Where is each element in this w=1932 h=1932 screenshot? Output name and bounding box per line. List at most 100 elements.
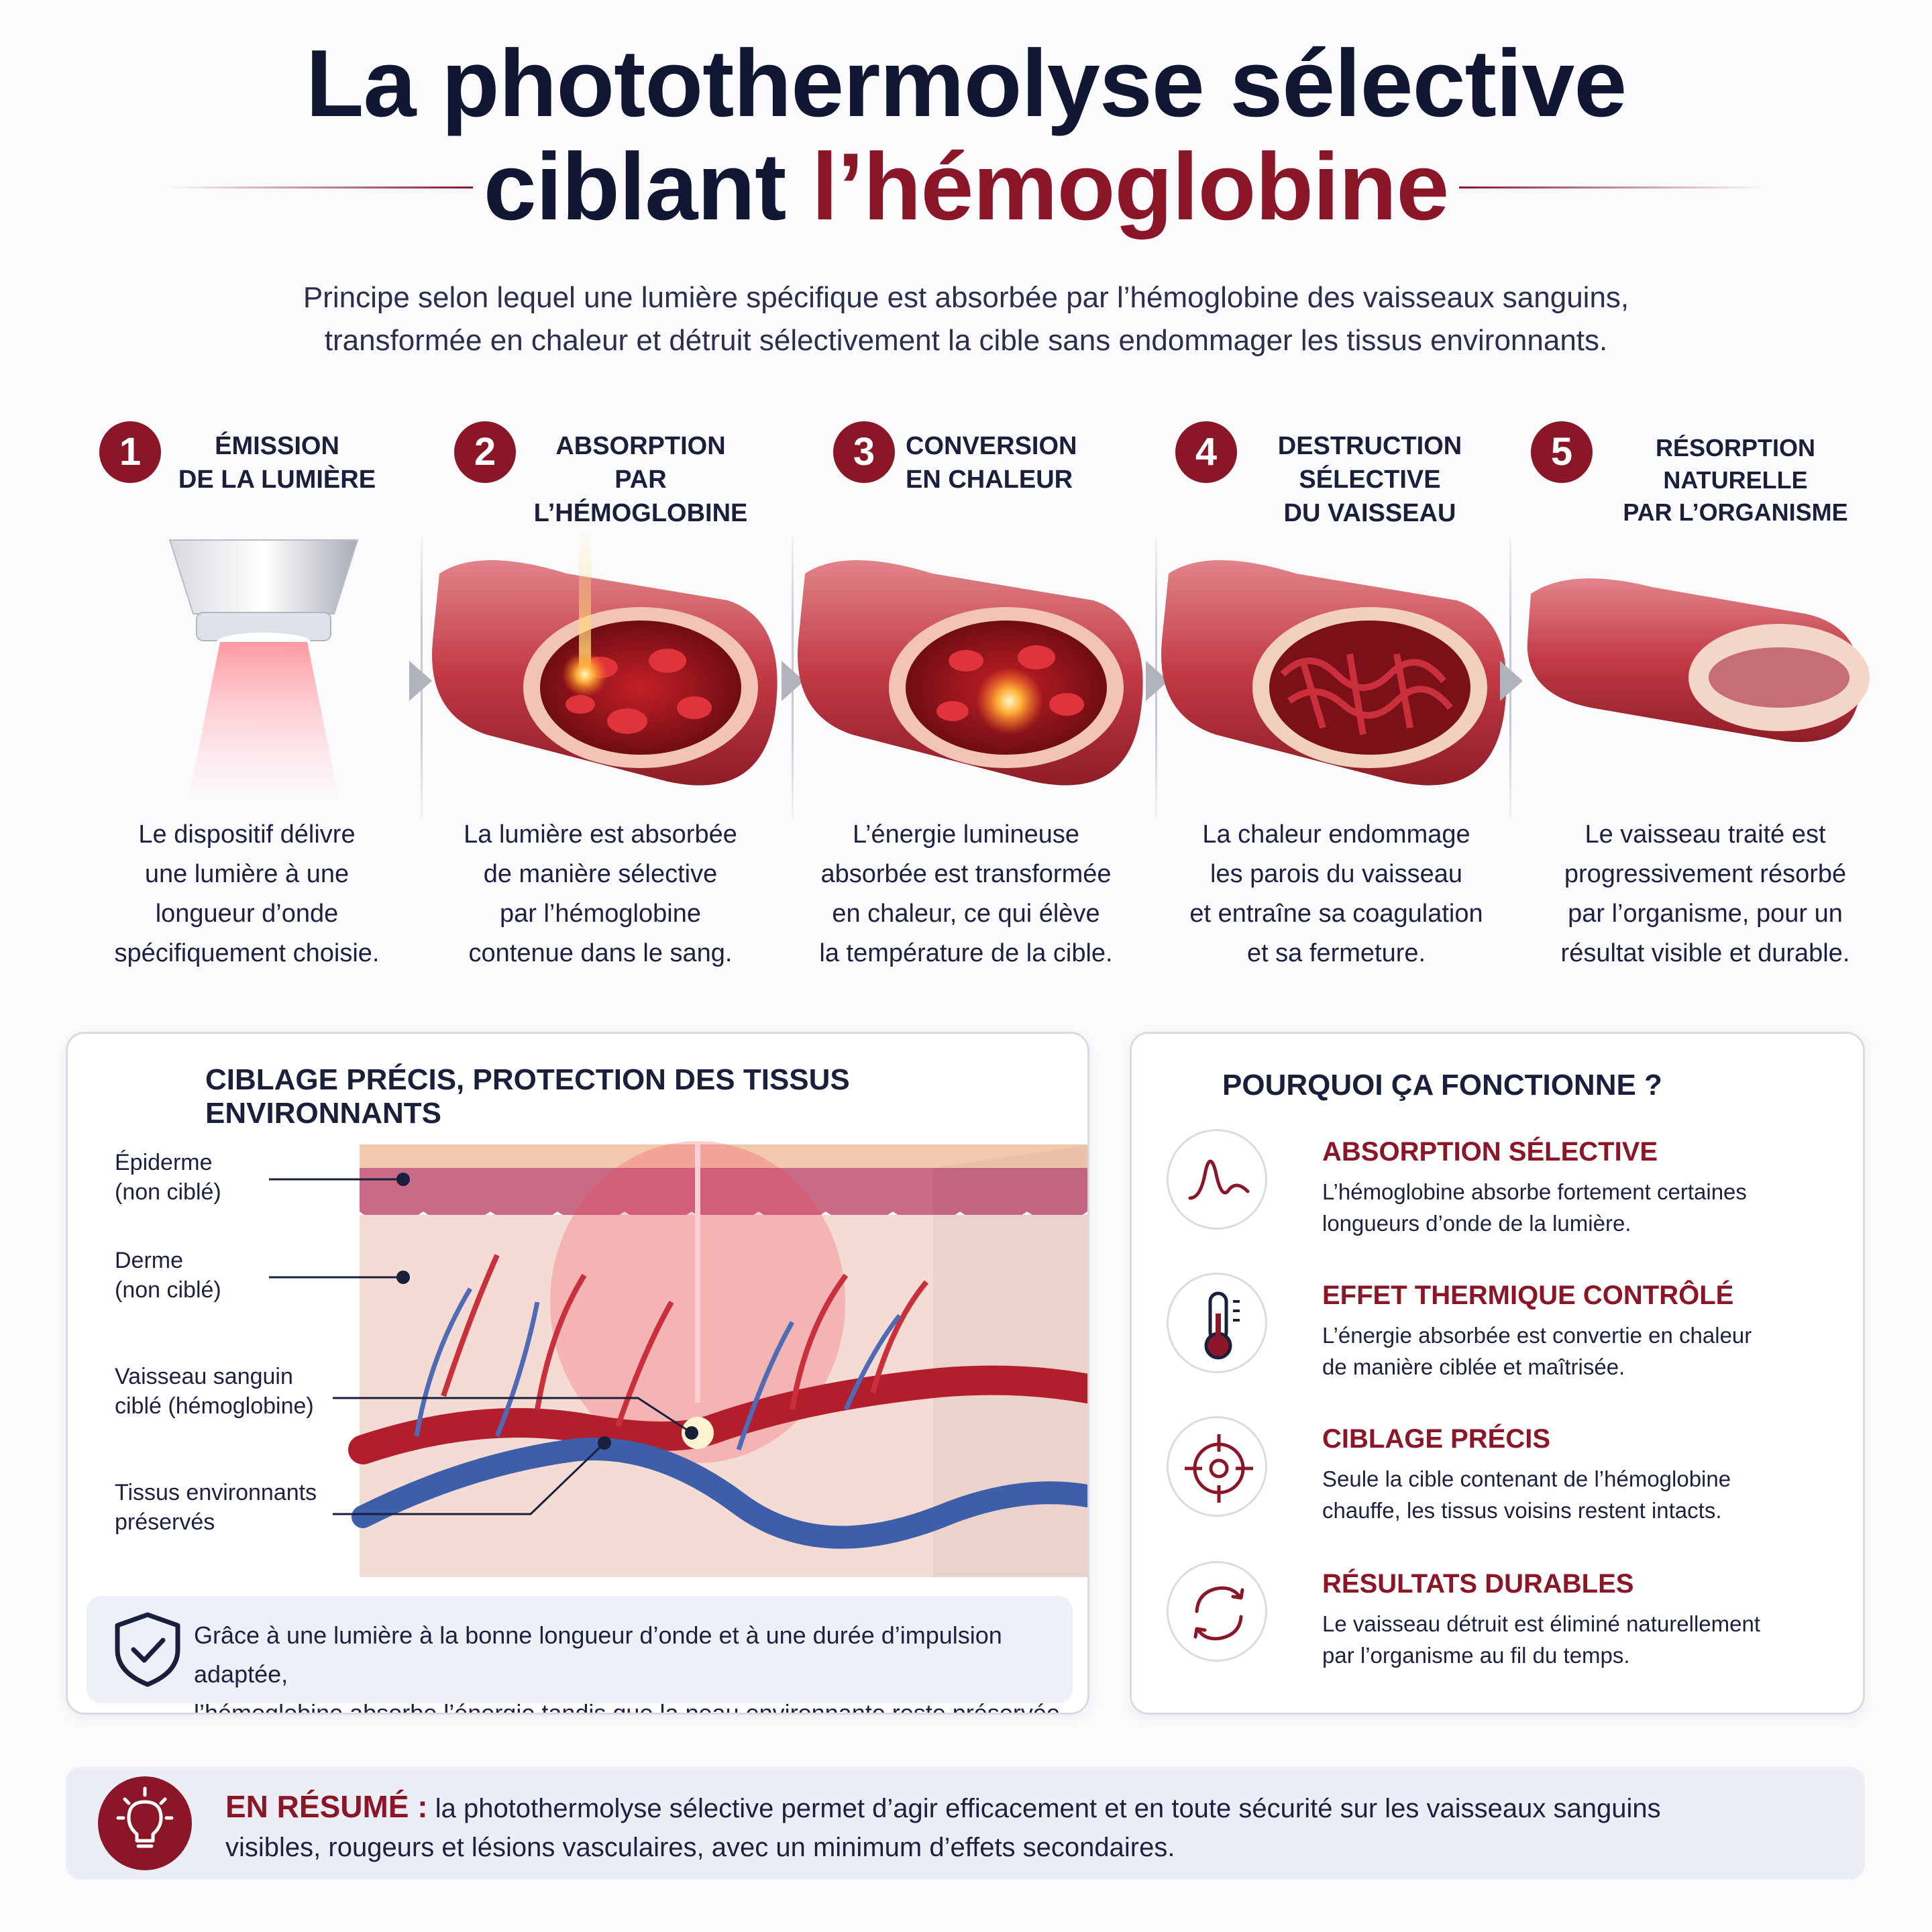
callout-line-tissue (333, 1442, 606, 1515)
step-5-desc-line: Le vaisseau traité est (1585, 820, 1826, 849)
refresh-cycle-icon (1193, 1586, 1244, 1641)
protection-note-text: Grâce à une lumière à la bonne longueur … (194, 1616, 1073, 1715)
crosshair-icon (1185, 1434, 1253, 1503)
chevron-right-icon (409, 661, 432, 701)
step-3-description: L’énergie lumineuse absorbée est transfo… (778, 815, 1154, 973)
step-3: 3 CONVERSION EN CHALEUR L’énergie lumine… (778, 416, 1154, 993)
label-target-vessel: Vaisseau sanguin ciblé (hémoglobine) (115, 1362, 314, 1421)
title-line-2: ciblant l’hémoglobine (0, 137, 1932, 237)
red-blood-cell (936, 701, 969, 721)
venous-capillaries (414, 1287, 902, 1451)
step-1-desc-line: Le dispositif délivre (138, 820, 356, 849)
why-item-desc-line: longueurs d’onde de la lumière. (1322, 1211, 1631, 1236)
step-2-title-line-1: ABSORPTION PAR (555, 432, 726, 494)
callout-dot-dermis (396, 1271, 410, 1284)
laser-glow (550, 1141, 845, 1463)
step-2-desc-line: de manière sélective (483, 860, 718, 888)
step-1-desc-line: longueur d’onde (155, 900, 339, 928)
step-1-title-line-1: ÉMISSION (215, 432, 339, 460)
step-2-desc-line: contenue dans le sang. (468, 939, 733, 967)
step-2-title-line-2: L’HÉMOGLOBINE (533, 499, 748, 527)
subtitle: Principe selon lequel une lumière spécif… (134, 276, 1798, 362)
callout-dot-vessel (685, 1426, 698, 1440)
step-3-desc-line: la température de la cible. (819, 939, 1113, 967)
summary-line-1: la photothermolyse sélective permet d’ag… (427, 1794, 1661, 1823)
why-item-title: RÉSULTATS DURABLES (1322, 1569, 1634, 1599)
emitter-handpiece (168, 539, 359, 614)
step-3-number: 3 (833, 421, 895, 483)
step-1: 1 ÉMISSION DE LA LUMIÈRE Le dispositif d… (59, 416, 435, 993)
step-5-desc-line: par l’organisme, pour un (1568, 900, 1843, 928)
step-4-title: DESTRUCTION SÉLECTIVE DU VAISSEAU (1236, 429, 1504, 530)
red-blood-cell (566, 695, 595, 714)
label-dermis-line-2: (non ciblé) (115, 1277, 221, 1303)
step-2-header: 2 ABSORPTION PAR L’HÉMOGLOBINE (413, 416, 788, 527)
subtitle-line-2: transformée en chaleur et détruit sélect… (324, 324, 1608, 357)
step-2-desc-line: par l’hémoglobine (500, 900, 701, 928)
step-3-title-line-1: CONVERSION (906, 432, 1077, 460)
summary-lead: EN RÉSUMÉ : (225, 1789, 428, 1824)
callout-dot-epidermis (396, 1173, 410, 1186)
label-vessel-line-1: Vaisseau sanguin (115, 1364, 293, 1389)
capillary-network (441, 1254, 929, 1428)
summary-banner: EN RÉSUMÉ : la photothermolyse sélective… (66, 1767, 1865, 1880)
callout-line-vessel (333, 1397, 692, 1434)
step-4-desc-line: La chaleur endommage (1202, 820, 1470, 849)
shield-check-icon (115, 1612, 180, 1687)
summary-line-2: visibles, rougeurs et lésions vasculaire… (225, 1833, 1175, 1862)
why-icon-circle (1167, 1273, 1267, 1373)
why-item-description: L’hémoglobine absorbe fortement certaine… (1322, 1176, 1747, 1239)
protection-note-line-2: l’hémoglobine absorbe l’énergie tandis q… (194, 1699, 1067, 1715)
step-1-desc-line: spécifiquement choisie. (114, 939, 380, 967)
why-item-desc-line: L’énergie absorbée est convertie en chal… (1322, 1323, 1752, 1348)
subtitle-line-1: Principe selon lequel une lumière spécif… (303, 281, 1629, 314)
step-5-number: 5 (1531, 421, 1593, 483)
red-blood-cell (949, 650, 983, 672)
step-4-title-line-2: DU VAISSEAU (1283, 499, 1456, 527)
step-1-number: 1 (99, 421, 161, 483)
title-line-2-plain: ciblant (483, 133, 812, 240)
why-item-title: CIBLAGE PRÉCIS (1322, 1424, 1551, 1454)
why-item-targeting: CIBLAGE PRÉCIS Seule la cible contenant … (1132, 1416, 1863, 1557)
vessel-resorption-illustration (1527, 578, 1870, 743)
skin-block-side (933, 1144, 1087, 1577)
step-3-header: 3 CONVERSION EN CHALEUR (778, 416, 1154, 510)
why-icon-circle (1167, 1561, 1267, 1662)
chevron-right-icon (1500, 661, 1523, 701)
red-blood-cell (1049, 693, 1084, 716)
step-4-number: 4 (1175, 421, 1237, 483)
step-4-header: 4 DESTRUCTION SÉLECTIVE DU VAISSEAU (1148, 416, 1524, 527)
why-it-works-panel: POURQUOI ÇA FONCTIONNE ? ABSORPTION SÉLE… (1130, 1032, 1865, 1715)
step-2: 2 ABSORPTION PAR L’HÉMOGLOBINE La lumièr… (413, 416, 788, 993)
step-3-desc-line: absorbée est transformée (820, 860, 1112, 888)
lightbulb-icon-badge (98, 1776, 192, 1870)
step-1-description: Le dispositif délivre une lumière à une … (59, 815, 435, 973)
why-item-title: EFFET THERMIQUE CONTRÔLÉ (1322, 1281, 1734, 1310)
step-5-description: Le vaisseau traité est progressivement r… (1517, 815, 1893, 973)
label-tissue-line-2: préservés (115, 1509, 215, 1535)
step-2-description: La lumière est absorbée de manière sélec… (413, 815, 788, 973)
step-4-desc-line: les parois du vaisseau (1210, 860, 1462, 888)
targeting-panel-title: CIBLAGE PRÉCIS, PROTECTION DES TISSUS EN… (205, 1063, 850, 1130)
why-item-durable: RÉSULTATS DURABLES Le vaisseau détruit e… (1132, 1561, 1863, 1702)
step-5-header: 5 RÉSORPTION NATURELLE PAR L’ORGANISME (1517, 416, 1893, 526)
absorption-curve-icon (1188, 1159, 1250, 1200)
step-5: 5 RÉSORPTION NATURELLE PAR L’ORGANISME L… (1517, 416, 1893, 993)
why-item-desc-line: de manière ciblée et maîtrisée. (1322, 1354, 1625, 1379)
epidermis-layer (360, 1168, 1087, 1224)
label-dermis: Derme (non ciblé) (115, 1246, 221, 1305)
skin-cross-section-illustration (269, 1121, 1087, 1577)
why-icon-circle (1167, 1416, 1267, 1517)
light-emitter-illustration (168, 539, 359, 808)
protection-note: Grâce à une lumière à la bonne longueur … (87, 1596, 1073, 1713)
targeting-panel: CIBLAGE PRÉCIS, PROTECTION DES TISSUS EN… (66, 1032, 1089, 1715)
title-line-1: La photothermolyse sélective (305, 30, 1627, 137)
red-blood-cell (607, 708, 647, 734)
thermometer-icon (1204, 1291, 1240, 1360)
why-panel-title: POURQUOI ÇA FONCTIONNE ? (1222, 1069, 1662, 1102)
why-item-description: Seule la cible contenant de l’hémoglobin… (1322, 1463, 1731, 1526)
step-2-title: ABSORPTION PAR L’HÉMOGLOBINE (527, 429, 755, 530)
vessel-heat-illustration (798, 560, 1143, 786)
page-title: La photothermolyse sélective ciblant l’h… (0, 34, 1932, 237)
step-1-title-line-2: DE LA LUMIÈRE (178, 466, 376, 494)
